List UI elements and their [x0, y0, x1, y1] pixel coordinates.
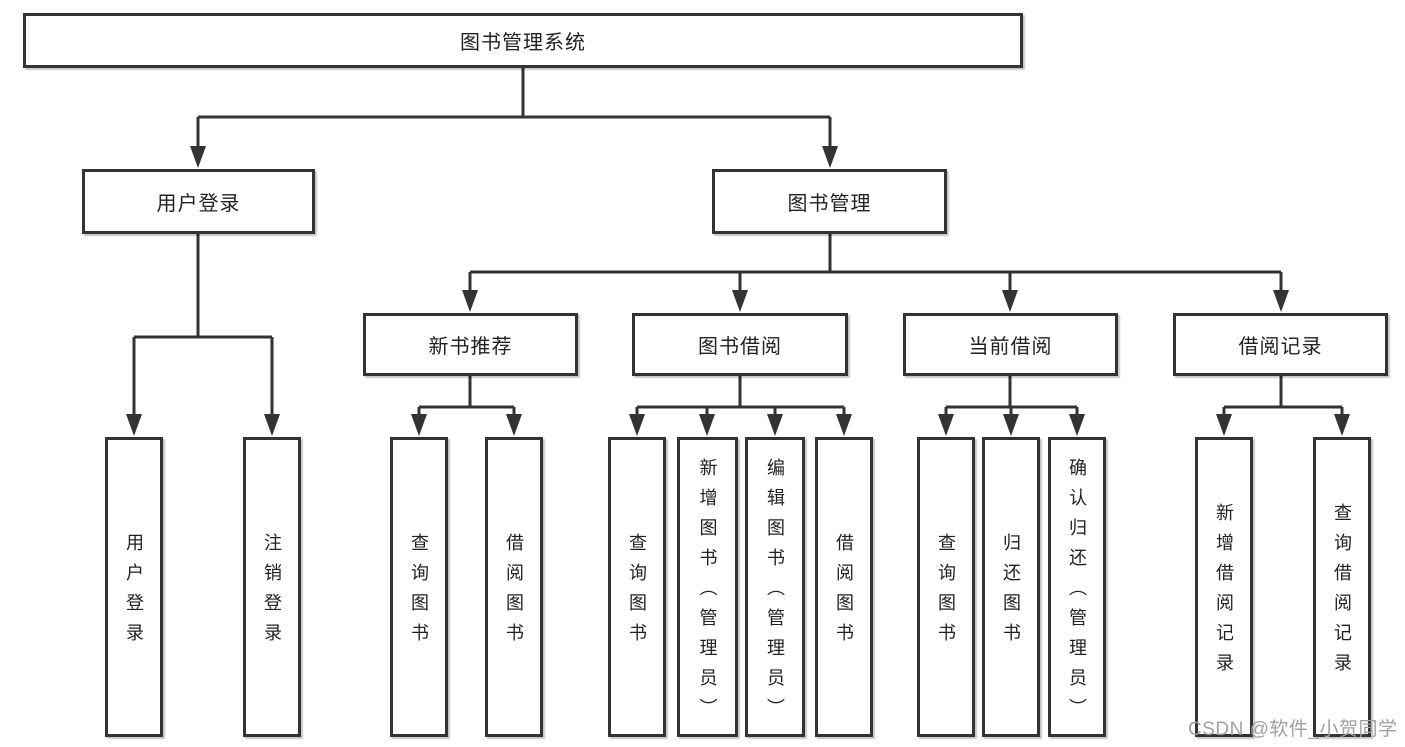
node-book-management: 图书管理: [712, 169, 947, 234]
leaf-label: 新增图书（管理员）: [697, 458, 718, 728]
node-user-login: 用户登录: [82, 169, 315, 234]
node-new-book-recommend: 新书推荐: [363, 313, 578, 376]
leaf-label: 查询图书: [409, 533, 429, 653]
leaf-label: 借阅图书: [504, 533, 524, 653]
leaf-label: 确认归还（管理员）: [1067, 458, 1087, 728]
leaf-label: 借阅图书: [834, 533, 854, 653]
leaf-cb-query-book: 查询图书: [917, 437, 975, 737]
node-label: 用户登录: [156, 193, 241, 215]
leaf-label: 查询借阅记录: [1332, 503, 1352, 683]
leaf-bb-edit-book-admin: 编辑图书（管理员）: [745, 437, 805, 737]
node-label: 图书借阅: [698, 336, 782, 358]
node-book-borrow: 图书借阅: [632, 313, 848, 376]
node-label: 图书管理系统: [460, 32, 586, 54]
leaf-label: 编辑图书（管理员）: [765, 458, 785, 728]
node-label: 当前借阅: [968, 336, 1053, 358]
node-borrow-record: 借阅记录: [1173, 313, 1388, 376]
leaf-br-query-record: 查询借阅记录: [1313, 437, 1371, 737]
leaf-bb-query-book: 查询图书: [608, 437, 666, 737]
leaf-label: 注销登录: [262, 533, 282, 653]
leaf-nb-query-book: 查询图书: [390, 437, 448, 737]
arrowhead-icons: [126, 146, 1350, 436]
leaf-br-add-record: 新增借阅记录: [1195, 437, 1253, 737]
node-current-borrow: 当前借阅: [903, 313, 1118, 376]
leaf-user-login: 用户登录: [105, 437, 163, 737]
leaf-label: 新增借阅记录: [1214, 503, 1234, 683]
node-label: 借阅记录: [1238, 336, 1323, 358]
leaf-label: 查询图书: [936, 533, 956, 653]
leaf-label: 用户登录: [124, 533, 144, 653]
csdn-watermark: CSDN @软件_小贺同学: [1188, 719, 1398, 740]
leaf-label: 查询图书: [627, 533, 647, 653]
leaf-cb-confirm-return-admin: 确认归还（管理员）: [1048, 437, 1106, 737]
leaf-bb-add-book-admin: 新增图书（管理员）: [677, 437, 738, 737]
leaf-cb-return-book: 归还图书: [982, 437, 1040, 737]
leaf-logout: 注销登录: [243, 437, 301, 737]
node-library-management-system: 图书管理系统: [23, 13, 1023, 68]
node-label: 图书管理: [787, 193, 872, 215]
leaf-label: 归还图书: [1001, 533, 1021, 653]
leaf-nb-borrow-book: 借阅图书: [485, 437, 543, 737]
node-label: 新书推荐: [428, 336, 513, 358]
leaf-bb-borrow-book: 借阅图书: [815, 437, 873, 737]
